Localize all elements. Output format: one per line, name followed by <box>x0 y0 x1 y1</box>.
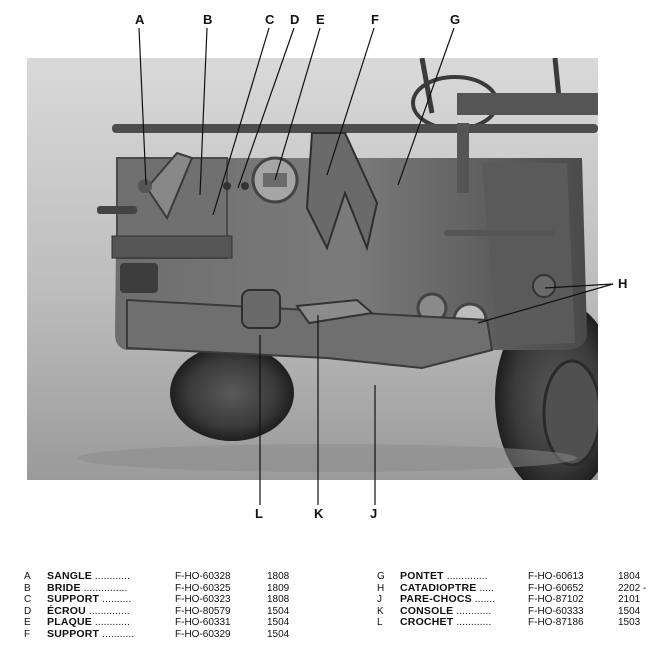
legend-ref: F-HO-60323 <box>175 594 231 606</box>
legend-code: 2202 - <box>618 582 647 594</box>
callout-F: F <box>371 12 379 27</box>
legend-ref: F-HO-60613 <box>528 571 584 582</box>
parts-legend-right: G PONTET .............. F-HO-60613 1804 … <box>377 570 656 629</box>
legend-ref: F-HO-60333 <box>528 605 584 617</box>
legend-code: 1504 <box>267 617 290 629</box>
legend-key: D <box>24 605 32 617</box>
legend-ref: F-HO-87102 <box>528 594 584 606</box>
callout-C: C <box>265 12 275 27</box>
legend-part-name: CONSOLE ............ <box>400 604 492 617</box>
legend-ref: F-HO-60325 <box>175 582 231 594</box>
legend-row: A SANGLE ............ F-HO-60328 1808 <box>24 570 307 583</box>
legend-part-name: PARE-CHOCS ....... <box>400 593 496 606</box>
callout-B: B <box>203 12 213 27</box>
legend-row: B BRIDE ............... F-HO-60325 1809 <box>24 581 307 595</box>
legend-code: 1804 <box>618 571 641 582</box>
legend-key: J <box>377 594 382 606</box>
legend-row: L CROCHET ............ F-HO-87186 1503 <box>377 617 656 629</box>
legend-ref: F-HO-60329 <box>175 628 231 640</box>
parts-legend-left: A SANGLE ............ F-HO-60328 1808 B … <box>24 570 307 641</box>
legend-ref: F-HO-60652 <box>528 582 584 594</box>
callout-G: G <box>450 12 461 27</box>
legend-row: D ÉCROU .............. F-HO-80579 1504 <box>24 604 307 618</box>
legend-code: 1504 <box>267 628 290 640</box>
legend-part-name: ÉCROU .............. <box>47 604 130 617</box>
legend-key: L <box>377 617 383 629</box>
legend-ref: F-HO-80579 <box>175 605 231 617</box>
legend-key: G <box>377 571 385 582</box>
legend-part-name: SUPPORT ........... <box>47 627 135 640</box>
legend-code: 1504 <box>618 605 641 617</box>
legend-row: J PARE-CHOCS ....... F-HO-87102 2101 <box>377 593 656 606</box>
legend-code: 1809 <box>267 582 290 594</box>
callout-D: D <box>290 12 300 27</box>
callout-L: L <box>255 506 263 521</box>
legend-code: 2101 <box>618 594 641 606</box>
legend-ref: F-HO-87186 <box>528 617 584 629</box>
legend-key: C <box>24 594 32 606</box>
legend-part-name: CROCHET ............ <box>400 616 492 629</box>
legend-code: 1808 <box>267 594 290 606</box>
legend-row: C SUPPORT .......... F-HO-60323 1808 <box>24 593 307 606</box>
legend-row: F SUPPORT ........... F-HO-60329 1504 <box>24 627 307 641</box>
legend-part-name: SUPPORT .......... <box>47 593 132 606</box>
callout-A: A <box>135 12 145 27</box>
legend-key: K <box>377 605 384 617</box>
legend-key: E <box>24 617 31 629</box>
legend-row: G PONTET .............. F-HO-60613 1804 <box>377 570 656 583</box>
legend-ref: F-HO-60328 <box>175 571 231 582</box>
legend-row: K CONSOLE ............ F-HO-60333 1504 <box>377 604 656 618</box>
legend-key: B <box>24 582 31 594</box>
legend-part-name: PLAQUE ............ <box>47 616 130 629</box>
legend-key: H <box>377 582 385 594</box>
legend-part-name: PONTET .............. <box>400 570 488 582</box>
legend-part-name: SANGLE ............ <box>47 570 130 582</box>
legend-code: 1808 <box>267 571 290 582</box>
callout-E: E <box>316 12 325 27</box>
legend-code: 1503 <box>618 617 641 629</box>
legend-ref: F-HO-60331 <box>175 617 231 629</box>
legend-part-name: BRIDE ............... <box>47 581 128 594</box>
callout-H: H <box>618 276 628 291</box>
callout-J: J <box>370 506 378 521</box>
legend-part-name: CATADIOPTRE ..... <box>400 581 494 594</box>
legend-row: E PLAQUE ............ F-HO-60331 1504 <box>24 617 307 629</box>
callout-K: K <box>314 506 324 521</box>
legend-row: H CATADIOPTRE ..... F-HO-60652 2202 - <box>377 581 656 595</box>
legend-key: A <box>24 571 31 582</box>
vehicle-rear-photo <box>27 58 598 480</box>
legend-key: F <box>24 628 31 640</box>
legend-code: 1504 <box>267 605 290 617</box>
